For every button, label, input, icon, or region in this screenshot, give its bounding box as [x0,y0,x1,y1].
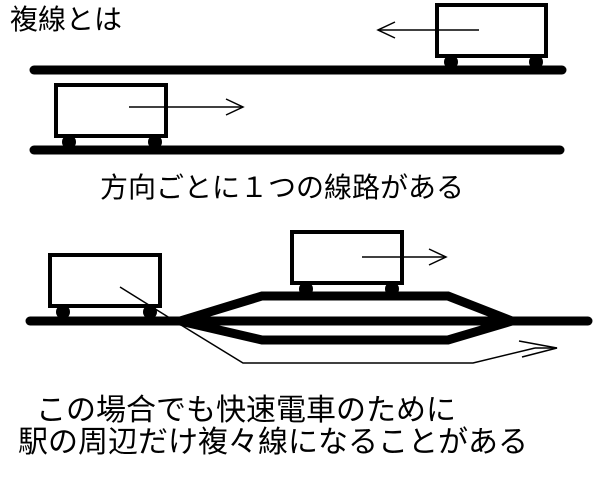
train-wheel [299,282,313,296]
train-wheel [385,282,399,296]
train-rapid [290,230,404,296]
train-body [54,83,168,138]
train-wheel [56,305,70,319]
train-lower-track [54,83,168,149]
train-wheel [529,55,543,69]
arrow-left [376,21,479,39]
train-stopped [48,253,162,319]
train-wheel [444,55,458,69]
passing-loop [162,291,526,345]
arrow-right-rapid [362,248,448,266]
arrow-right [129,98,245,116]
train-upper-track [435,3,548,69]
train-body [435,3,548,58]
caption-quadruple-line2: 駅の周辺だけ複々線になることがある [18,425,528,460]
page-title: 複線とは [10,3,123,36]
caption-quadruple-line1: この場合でも快速電車のために [36,393,456,428]
caption-double-track: 方向ごとに１つの線路がある [100,171,465,204]
train-wheel [143,305,157,319]
train-wheel [62,135,76,149]
train-wheel [148,135,162,149]
arrow-loop-path [119,286,558,364]
train-body [48,253,162,308]
